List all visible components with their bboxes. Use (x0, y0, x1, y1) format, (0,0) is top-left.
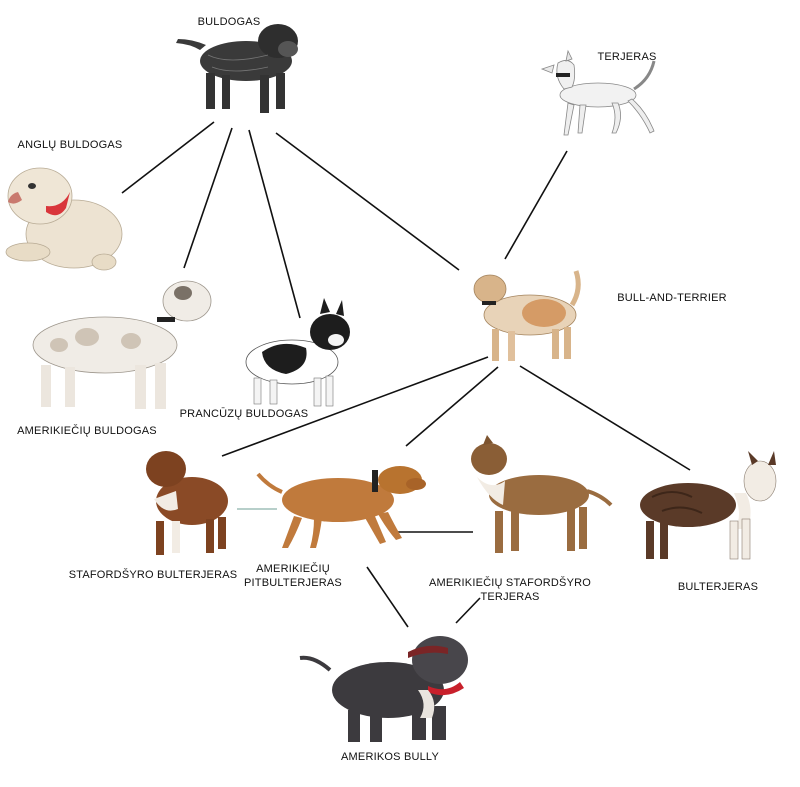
terjeras-image (540, 49, 656, 136)
connector-bullterrier-bulterjeras (519, 365, 691, 471)
connector-bullterrier-pitbul (405, 366, 499, 447)
connector-buldogas-anglu (121, 121, 215, 194)
connector-buldogas-amerikieciu (183, 127, 233, 269)
label-buldogas: BULDOGAS (197, 16, 261, 28)
amerikieciu-pitbulterjeras-image (256, 466, 426, 548)
label-amerikieciu-stafordsyro-terjeras: AMERIKIEČIŲ STAFORDŠYRO TERJERAS (428, 577, 592, 603)
connector-amstaff-bully (455, 597, 481, 624)
connector-pitbul-bully (366, 566, 409, 628)
connector-bullterrier-stafordsyro (221, 356, 489, 457)
amerikos-bully-image (299, 636, 468, 742)
label-stafordsyro-bulterjeras: STAFORDŠYRO BULTERJERAS (68, 569, 238, 581)
label-amerikieciu-buldogas: AMERIKIEČIŲ BULDOGAS (17, 425, 157, 437)
label-anglu-buldogas: ANGLŲ BULDOGAS (17, 139, 123, 151)
bull-and-terrier-image (473, 270, 581, 361)
amerikieciu-buldogas-image (32, 280, 212, 409)
label-terjeras: TERJERAS (597, 51, 657, 63)
stafordsyro-bulterjeras-image (146, 451, 228, 555)
connector-buldogas-prancuzu (248, 129, 301, 319)
connector-buldogas-bullterrier (275, 132, 460, 271)
prancuzu-buldogas-image (245, 298, 350, 407)
amerikieciu-stafordsyro-terjeras-image (471, 435, 613, 553)
bulterjeras-image (640, 451, 777, 560)
connector-terjeras-bullterrier (504, 150, 568, 260)
label-bull-and-terrier: BULL-AND-TERRIER (617, 292, 727, 304)
label-amerikos-bully: AMERIKOS BULLY (341, 751, 439, 763)
label-prancuzu-buldogas: PRANCŪZŲ BULDOGAS (179, 408, 309, 420)
buldogas-image (176, 24, 298, 113)
label-bulterjeras: BULTERJERAS (677, 581, 759, 593)
anglu-buldogas-image (5, 167, 123, 271)
label-amerikieciu-pitbulterjeras: AMERIKIEČIŲ PITBULTERJERAS (244, 563, 342, 589)
